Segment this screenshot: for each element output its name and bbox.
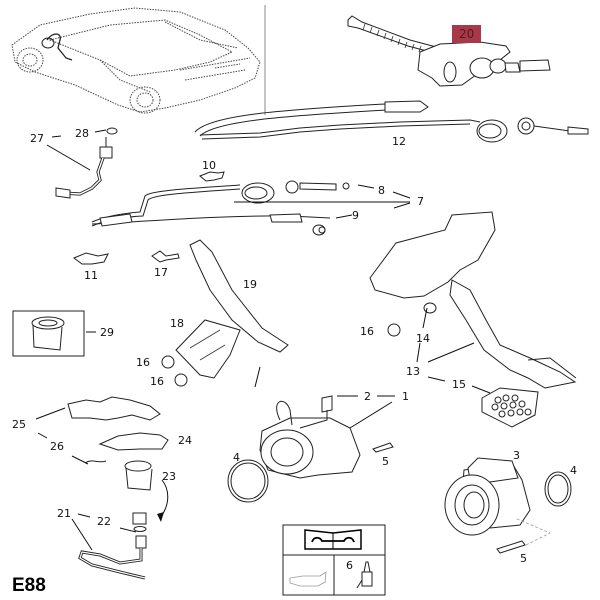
part-21-pipe[interactable]: [78, 535, 147, 580]
callout-23: 23: [162, 470, 176, 483]
part-26-clip[interactable]: [84, 460, 107, 464]
callout-2: 2: [364, 390, 371, 403]
callout-10: 10: [202, 159, 216, 172]
callout-4-b: 4: [570, 464, 577, 477]
callout-25: 25: [12, 418, 26, 431]
callout-28: 28: [75, 127, 89, 140]
part-29-grommet-detail[interactable]: [12, 310, 85, 357]
part-5-bolt[interactable]: [372, 442, 394, 453]
callout-4-a: 4: [233, 451, 240, 464]
part-18-bracket[interactable]: [175, 319, 241, 379]
part-3-release-bearing[interactable]: [444, 457, 531, 536]
callout-29: 29: [100, 326, 114, 339]
callout-1: 1: [402, 390, 409, 403]
part-24-connector[interactable]: [98, 432, 169, 451]
callout-21: 21: [57, 507, 71, 520]
part-20-master-cylinder[interactable]: [347, 15, 551, 87]
part-4-o-ring[interactable]: [227, 459, 269, 503]
part-17-screw[interactable]: [151, 250, 180, 263]
callout-16-a: 16: [136, 356, 150, 369]
callout-6: 6: [346, 559, 353, 572]
part-11-clip[interactable]: [73, 252, 109, 265]
part-13-clutch-pedal[interactable]: [369, 211, 577, 389]
callout-19: 19: [243, 278, 257, 291]
callout-22: 22: [97, 515, 111, 528]
callout-18: 18: [170, 317, 184, 330]
leader-lines: [35, 129, 491, 551]
part-16-nut[interactable]: [387, 323, 401, 337]
vehicle-illustration: [11, 7, 261, 114]
sheet-code: E88: [12, 575, 46, 596]
callout-24: 24: [178, 434, 192, 447]
callout-7: 7: [417, 195, 424, 208]
part-7-pipe-assembly[interactable]: [91, 180, 350, 236]
callout-17: 17: [154, 266, 168, 279]
part-10-clip[interactable]: [199, 171, 225, 182]
manual-wrench-icon: [304, 529, 362, 550]
callout-12: 12: [392, 135, 406, 148]
callout-27: 27: [30, 132, 44, 145]
part-19-support-strut[interactable]: [189, 239, 289, 353]
part-4-o-ring[interactable]: [544, 471, 572, 507]
fluid-bottle-icon: [356, 561, 373, 589]
callout-5-b: 5: [520, 552, 527, 565]
callout-16-c: 16: [360, 325, 374, 338]
part-16-nut[interactable]: [161, 355, 175, 369]
part-27-feed-pipe[interactable]: [55, 127, 118, 199]
part-1-slave-cylinder[interactable]: [259, 395, 361, 479]
car-underbody-icon: [289, 571, 327, 587]
callout-14: 14: [416, 332, 430, 345]
callout-20-highlighted[interactable]: 20: [452, 25, 482, 43]
callout-16-b: 16: [150, 375, 164, 388]
part-22-seal[interactable]: [132, 512, 147, 532]
part-15-pedal-pad[interactable]: [481, 387, 539, 428]
callout-3: 3: [513, 449, 520, 462]
callout-9: 9: [352, 209, 359, 222]
callout-13: 13: [406, 365, 420, 378]
service-info-box: [282, 524, 386, 596]
part-16-nut[interactable]: [174, 373, 188, 387]
part-25-elbow-connector[interactable]: [67, 396, 161, 421]
part-23-grommet[interactable]: [124, 460, 153, 491]
callout-26: 26: [50, 440, 64, 453]
callout-8: 8: [378, 184, 385, 197]
callout-11: 11: [84, 269, 98, 282]
part-5-bolt[interactable]: [496, 540, 526, 554]
callout-15: 15: [452, 378, 466, 391]
callout-5-a: 5: [382, 455, 389, 468]
part-12-hydraulic-hose[interactable]: [194, 100, 589, 143]
